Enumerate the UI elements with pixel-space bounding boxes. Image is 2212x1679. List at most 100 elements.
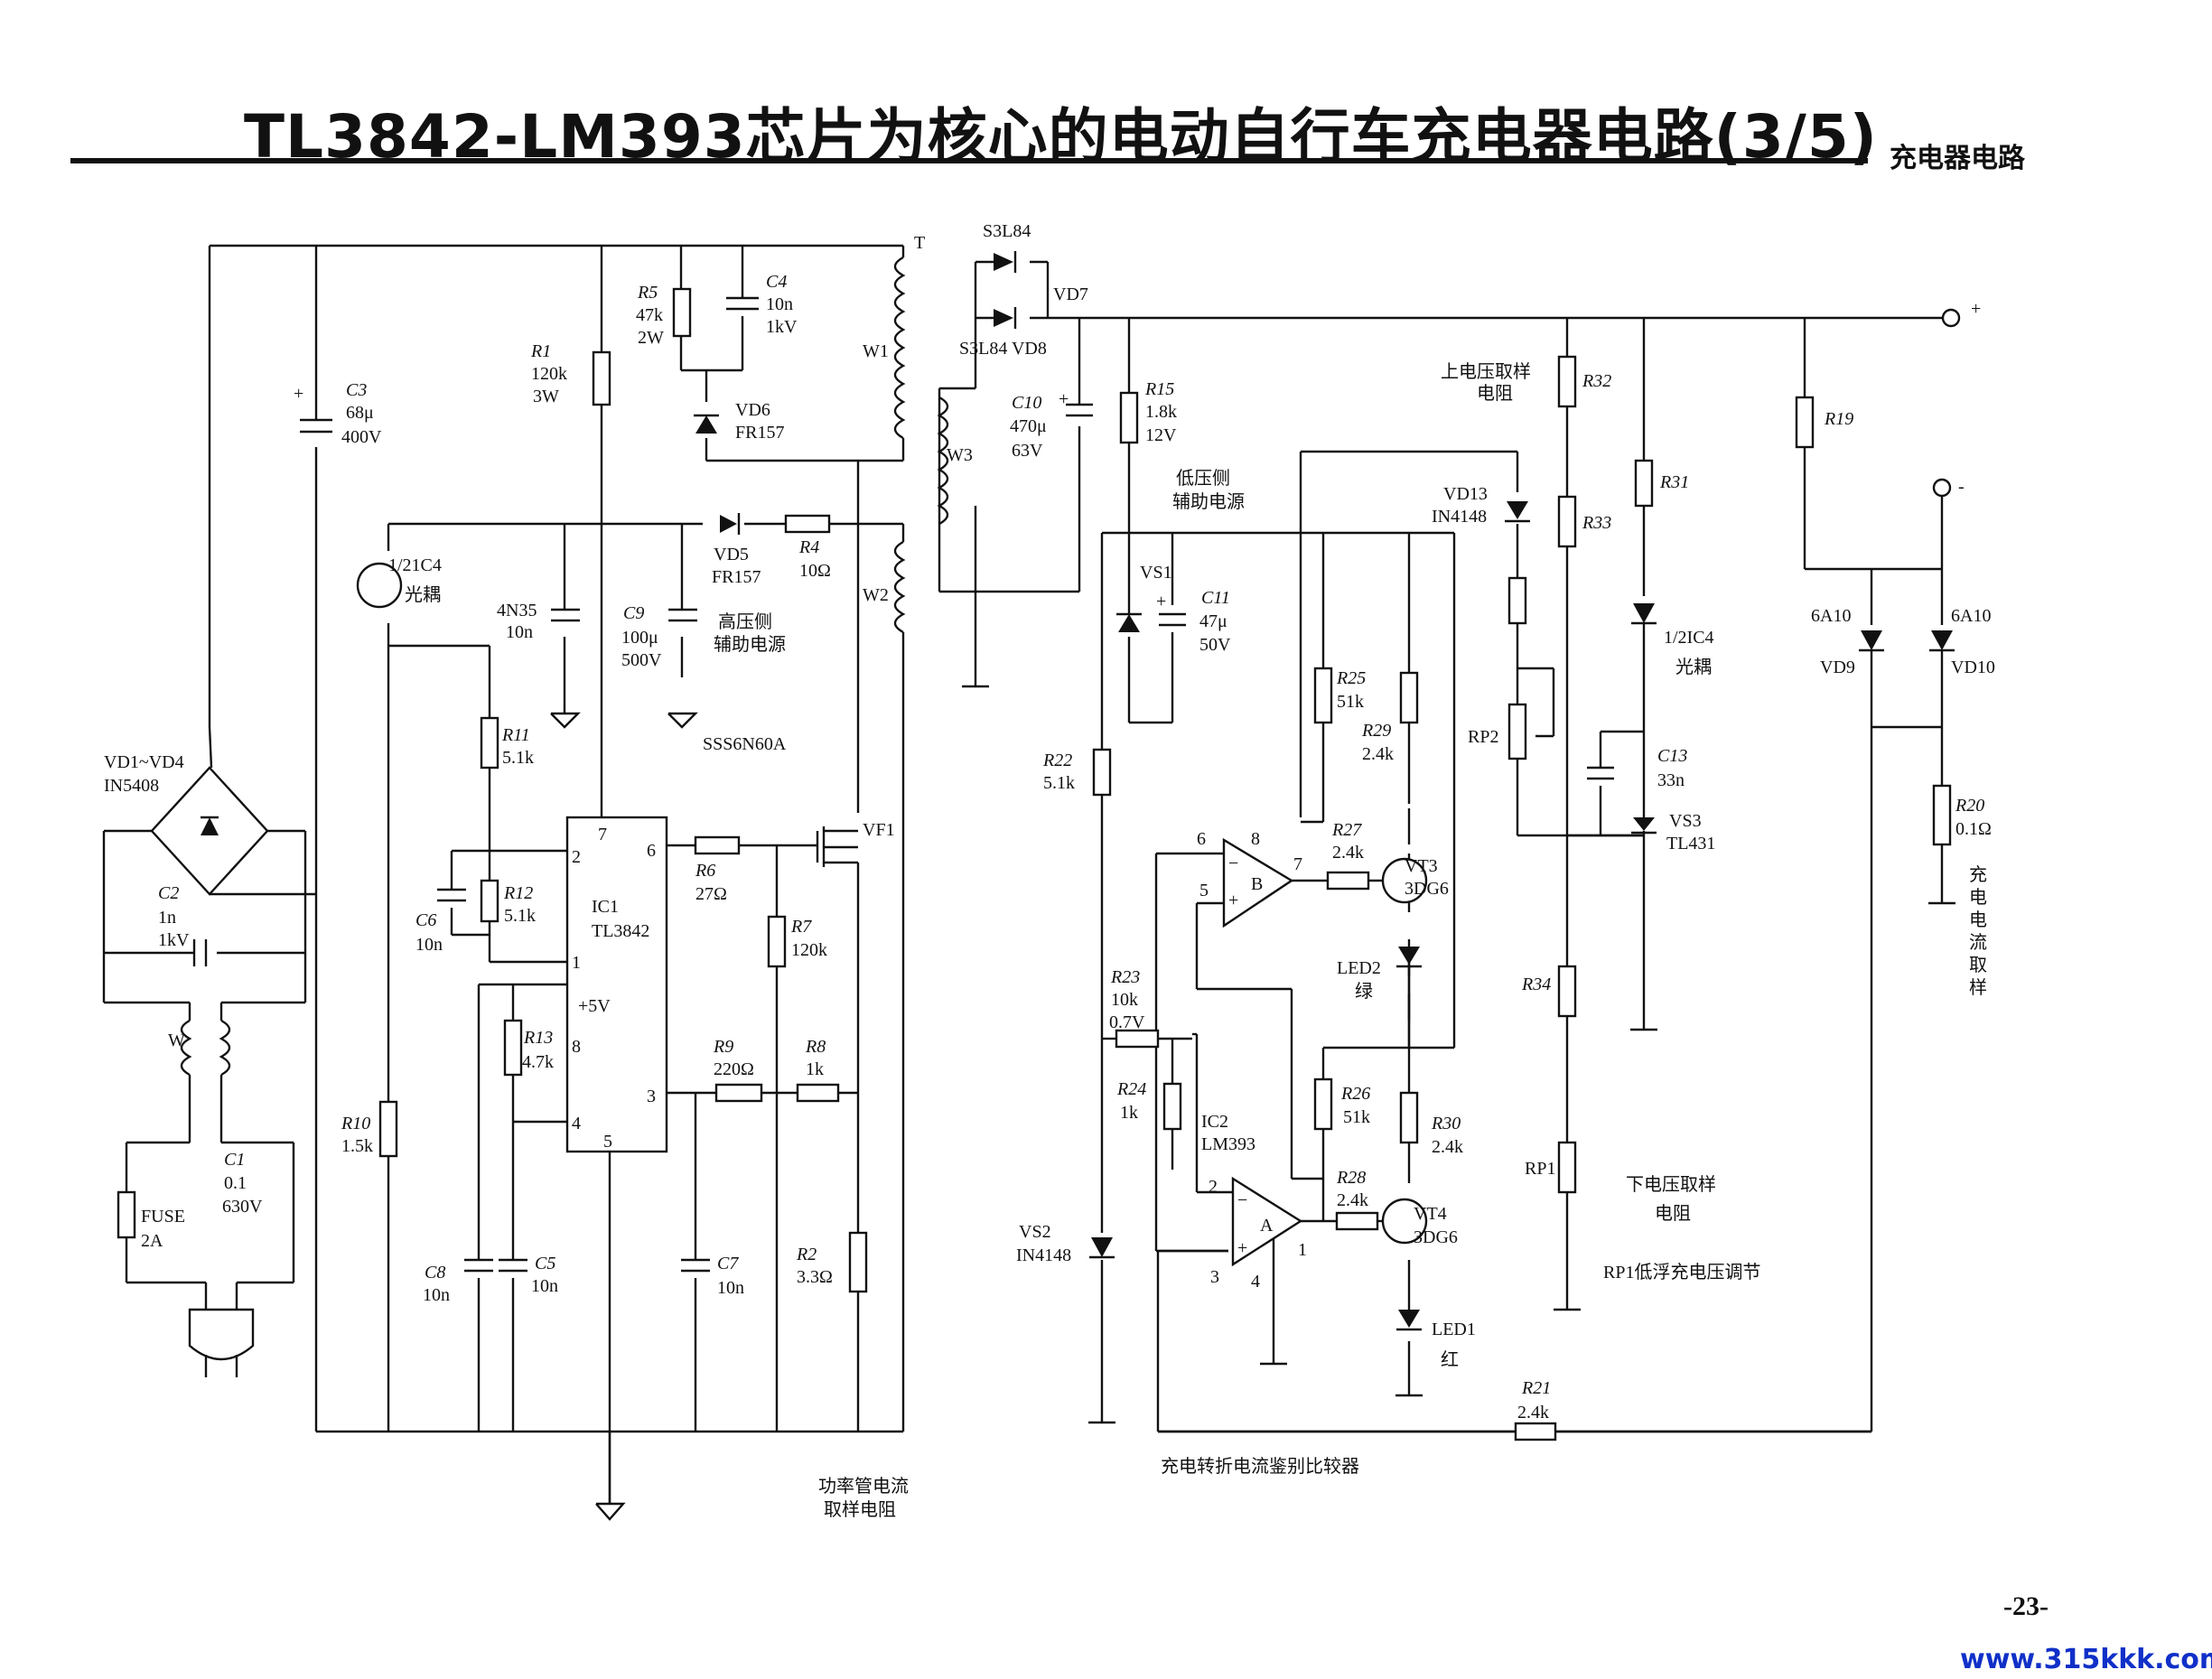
- c6-value: 10n: [415, 935, 443, 955]
- lower-sampling-2: 电阻: [1655, 1203, 1691, 1224]
- c5-value: 10n: [531, 1276, 558, 1296]
- t-ref: T: [914, 233, 925, 253]
- r4-value: 10Ω: [799, 561, 831, 581]
- vd5-ref: VD5: [714, 545, 749, 564]
- r6-value: 27Ω: [695, 884, 727, 904]
- c1-ref: C1: [224, 1150, 245, 1170]
- fuse-ref: FUSE: [141, 1207, 185, 1227]
- ic1-part: TL3842: [592, 921, 649, 941]
- r24-value: 1k: [1120, 1103, 1138, 1123]
- vd10-ref: VD10: [1951, 658, 1995, 677]
- opto2-label: 光耦: [1675, 657, 1712, 677]
- c10-ref: C10: [1012, 393, 1041, 413]
- c2-ref: C2: [158, 883, 179, 903]
- opto2-ref: 1/2IC4: [1664, 628, 1714, 648]
- r24-ref: R24: [1116, 1079, 1146, 1099]
- ic1-pin7: 7: [598, 825, 607, 844]
- vd9-ref: VD9: [1820, 658, 1855, 677]
- section-label: 充电器电路: [1890, 143, 2025, 174]
- c11-ref: C11: [1201, 588, 1230, 608]
- power-sense-1: 功率管电流: [818, 1476, 909, 1497]
- vd7-ref: VD7: [1053, 284, 1088, 304]
- c2-value: 1n: [158, 908, 176, 928]
- vf1-ref: VF1: [863, 820, 895, 840]
- c3-value: 68μ: [346, 403, 374, 423]
- ampb-pin8: 8: [1251, 829, 1260, 849]
- c11-pol: +: [1156, 592, 1166, 611]
- c3-rating: 400V: [341, 427, 382, 447]
- r21-ref: R21: [1521, 1378, 1551, 1398]
- r30-value: 2.4k: [1432, 1137, 1463, 1157]
- c1-rating: 630V: [222, 1197, 263, 1217]
- r5-ref: R5: [637, 283, 658, 303]
- r28-value: 2.4k: [1337, 1190, 1368, 1210]
- r28-ref: R28: [1336, 1168, 1366, 1188]
- ic1-pin5: 5: [603, 1132, 612, 1152]
- w1-label: W1: [863, 341, 889, 361]
- vd13-ref: VD13: [1443, 484, 1488, 504]
- aux-high-2: 辅助电源: [714, 634, 786, 655]
- component-labels: + C3 68μ 400V R1 120k 3W R5 47k 2W C4 10…: [104, 221, 1995, 1520]
- c9-ref: C9: [623, 603, 644, 623]
- rp1-ref: RP1: [1525, 1159, 1555, 1179]
- r31-ref: R31: [1659, 472, 1689, 492]
- vf1-part: SSS6N60A: [703, 734, 787, 754]
- r22-value: 5.1k: [1043, 773, 1075, 793]
- c1-value: 0.1: [224, 1173, 247, 1193]
- r23-value: 10k: [1111, 990, 1138, 1010]
- r25-ref: R25: [1336, 668, 1366, 688]
- c3-ref: C3: [346, 380, 367, 400]
- c10-value: 470μ: [1010, 416, 1047, 436]
- vs3-ref: VS3: [1669, 811, 1702, 831]
- ic1-pin2: 2: [572, 847, 581, 867]
- aux-low-2: 辅助电源: [1172, 491, 1245, 512]
- led1-color: 红: [1441, 1349, 1459, 1370]
- vd8-label: S3L84 VD8: [959, 339, 1047, 359]
- r5-rating: 2W: [638, 328, 664, 348]
- led2-color: 绿: [1355, 981, 1373, 1002]
- upper-sampling-1: 上电压取样: [1441, 361, 1531, 382]
- r29-value: 2.4k: [1362, 744, 1394, 764]
- led2-ref: LED2: [1337, 958, 1381, 978]
- r23-voltage: 0.7V: [1109, 1012, 1145, 1032]
- c8-ref: C8: [425, 1263, 445, 1283]
- c13-value: 33n: [1657, 770, 1685, 790]
- r29-ref: R29: [1361, 721, 1391, 741]
- vs1-ref: VS1: [1140, 563, 1172, 583]
- aux-low-1: 低压侧: [1176, 468, 1230, 489]
- footer-url[interactable]: www.315kkk.com: [1960, 1644, 2212, 1675]
- r11-value: 5.1k: [502, 748, 534, 768]
- opto1-label: 光耦: [405, 584, 441, 605]
- vt4-ref: VT4: [1414, 1204, 1447, 1224]
- vt3-part: 3DG6: [1405, 879, 1449, 899]
- opto-n-label: 4N35: [497, 601, 537, 620]
- ampa-pin2: 2: [1209, 1177, 1218, 1197]
- ampb-minus: −: [1228, 853, 1238, 873]
- r27-ref: R27: [1331, 820, 1362, 840]
- ic1-ref: IC1: [592, 897, 619, 917]
- ic2-part: LM393: [1201, 1134, 1255, 1154]
- r27-value: 2.4k: [1332, 843, 1364, 863]
- r15-ref: R15: [1144, 379, 1174, 399]
- ic2-ref: IC2: [1201, 1112, 1228, 1132]
- r2-value: 3.3Ω: [797, 1267, 833, 1287]
- rp1-note: RP1低浮充电压调节: [1603, 1262, 1760, 1283]
- r33-ref: R33: [1582, 513, 1611, 533]
- vd5-part: FR157: [712, 567, 761, 587]
- r12-ref: R12: [503, 883, 533, 903]
- bridge-ref: VD1~VD4: [104, 752, 184, 772]
- c4-rating: 1kV: [766, 317, 798, 337]
- cur-sample-6: 样: [1969, 977, 1987, 998]
- r6-ref: R6: [695, 861, 715, 881]
- vd9-part: 6A10: [1811, 606, 1851, 626]
- r10-ref: R10: [341, 1114, 370, 1133]
- w-filter-label: W: [168, 1031, 185, 1050]
- c9-rating: 500V: [621, 650, 662, 670]
- c11-value: 47μ: [1199, 611, 1227, 631]
- ampa-label: A: [1260, 1216, 1274, 1236]
- r20-ref: R20: [1955, 796, 1984, 816]
- ic1-pin1: 1: [572, 953, 581, 973]
- r10-value: 1.5k: [341, 1136, 373, 1156]
- c10-rating: 63V: [1012, 441, 1043, 461]
- vd13-part: IN4148: [1432, 507, 1487, 527]
